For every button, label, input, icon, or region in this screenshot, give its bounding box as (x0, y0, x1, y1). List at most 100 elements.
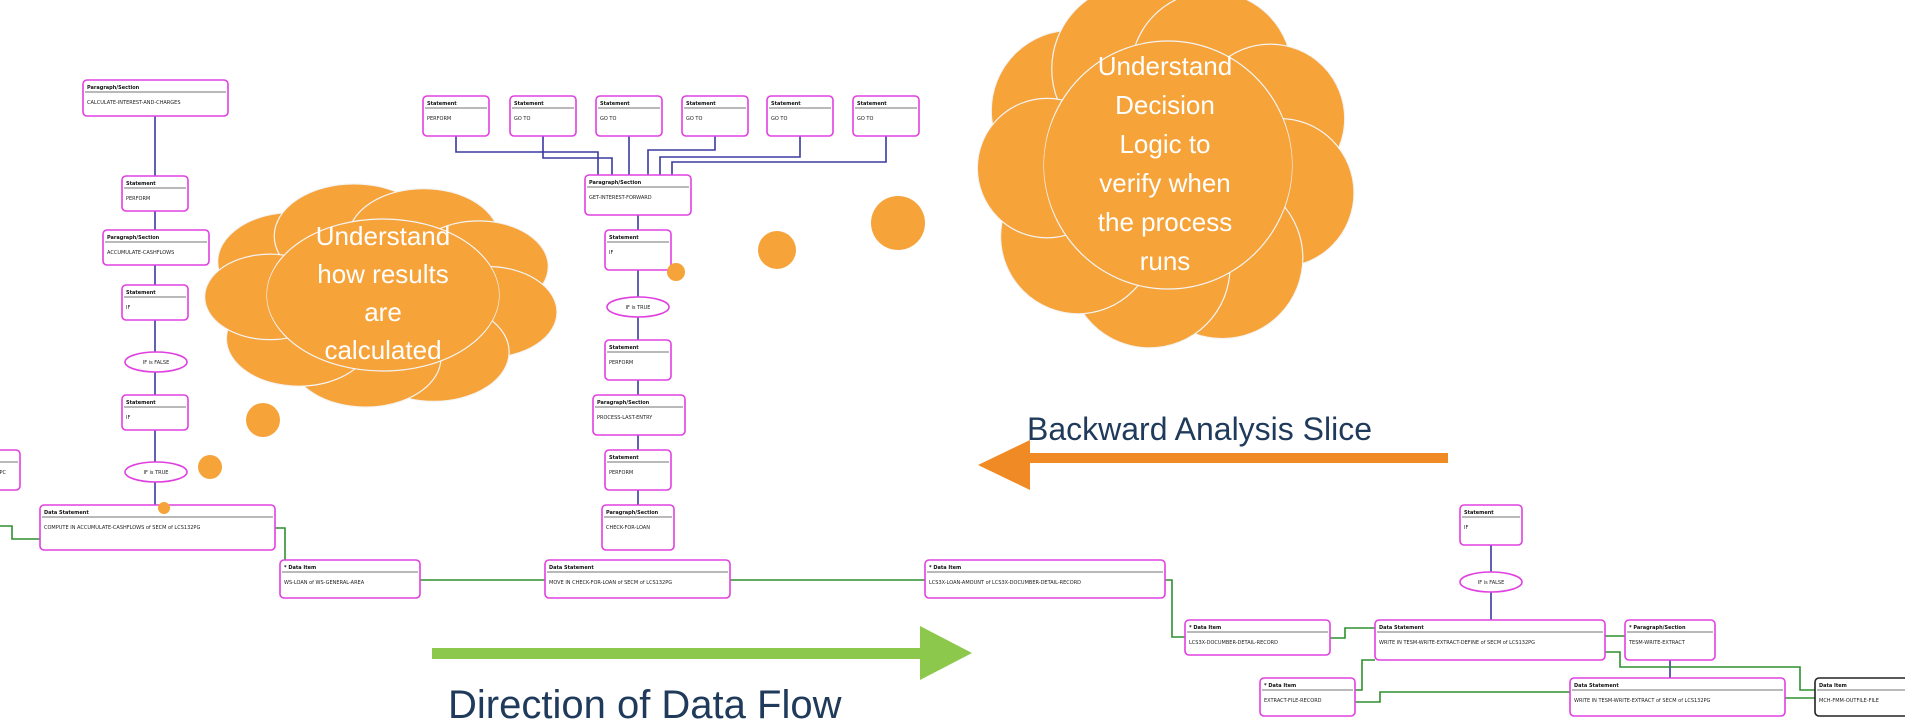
node-type-label: Statement (600, 101, 630, 107)
node-box (604, 339, 672, 381)
node-type-label: Paragraph/Section (589, 180, 642, 186)
control-edge (455, 136, 599, 175)
condition-label: IF is TRUE (144, 470, 169, 476)
node-type-label: Data Item (1819, 683, 1847, 689)
thought-dot (246, 403, 280, 437)
data-edge (1165, 579, 1185, 638)
control-edge (647, 136, 716, 175)
node-name-label: TESM-WRITE-EXTRACT (1628, 640, 1686, 646)
node-box (422, 95, 490, 137)
node-name-label: IF (126, 305, 130, 311)
node-name-label: WRITE IN TESM-WRITE-EXTRACT of SECM of L… (1574, 698, 1711, 704)
node-type-label: Data Statement (1379, 625, 1424, 631)
node-box (279, 559, 421, 599)
node-type-label: Statement (609, 345, 639, 351)
bubble-text-line: calculated (324, 335, 441, 365)
node-name-label: IF (126, 415, 130, 421)
node-box (1459, 504, 1523, 546)
node-name-label: PERFORM (126, 196, 150, 202)
data-edge (1330, 627, 1375, 639)
node-name-label: MCH-FMM-OUTFILE-FILE (1819, 698, 1879, 704)
node-box (1814, 677, 1905, 717)
bubble-text-line: Understand (1098, 51, 1232, 81)
node-name-label: PERFORM (609, 360, 633, 366)
node-name-label: IF (609, 250, 613, 256)
node-box (595, 95, 663, 137)
bubble-decision (976, 0, 1355, 349)
node-box (1569, 677, 1786, 717)
node-box (121, 394, 189, 431)
node-name-label: IF (1464, 525, 1468, 531)
thought-dot (158, 502, 170, 514)
node-type-label: Data Statement (44, 510, 89, 516)
node-box (1624, 619, 1716, 661)
control-edge (659, 136, 801, 175)
node-name-label: WS-LOAN of WS-GENERAL-AREA (284, 580, 365, 586)
node-name-label: PERFORM (609, 470, 633, 476)
node-name-label: GO TO (857, 116, 873, 122)
node-goto-2: Statement GO TO (595, 95, 663, 137)
control-edge (671, 136, 887, 175)
node-name-label: GO TO (600, 116, 616, 122)
node-type-label: * Data Item (1189, 625, 1221, 631)
thought-dot (758, 231, 796, 269)
node-type-label: Data Statement (549, 565, 594, 571)
node-type-label: * Data Item (1264, 683, 1296, 689)
condition-label: IF is TRUE (626, 305, 651, 311)
node-box (0, 449, 21, 491)
data-edge (1355, 659, 1375, 691)
node-box (121, 175, 189, 212)
node-type-label: Paragraph/Section (107, 235, 160, 241)
data-flow-arrow (432, 626, 972, 680)
node-box (39, 504, 276, 551)
node-box (1374, 619, 1606, 661)
node-name-label: LCS3X-LOAN-AMOUNT of LCS3X-DOCUMBER-DETA… (929, 580, 1081, 586)
diagram-nodes: Paragraph/SectionCALCULATE-INTEREST-AND-… (0, 79, 1905, 717)
node-type-label: Statement (1464, 510, 1494, 516)
node-name-label: EXTRACT-FILE-RECORD (1264, 698, 1322, 704)
node-type-label: Data Statement (1574, 683, 1619, 689)
node-type-label: * Paragraph/Section (1629, 625, 1686, 631)
bubble-text-line: how results (317, 259, 449, 289)
node-box (102, 229, 210, 266)
node-box (544, 559, 731, 599)
condition-ellipse (1459, 571, 1523, 593)
node-type-label: Statement (126, 181, 156, 187)
node-box (1184, 619, 1331, 656)
data-edge (1355, 691, 1570, 703)
node-box (924, 559, 1166, 599)
node-box (1259, 677, 1356, 717)
condition-c2: IF is TRUE (124, 461, 188, 483)
node-box (584, 174, 692, 216)
condition-label: IF is FALSE (1478, 580, 1504, 586)
node-box (604, 229, 672, 271)
bubble-text-line: Decision (1115, 90, 1215, 120)
node-type-label: Statement (686, 101, 716, 107)
node-type-label: Paragraph/Section (606, 510, 659, 516)
node-type-label: Statement (126, 400, 156, 406)
backward-analysis-arrow (978, 440, 1448, 490)
node-type-label: Statement (427, 101, 457, 107)
data-edge (0, 525, 40, 540)
